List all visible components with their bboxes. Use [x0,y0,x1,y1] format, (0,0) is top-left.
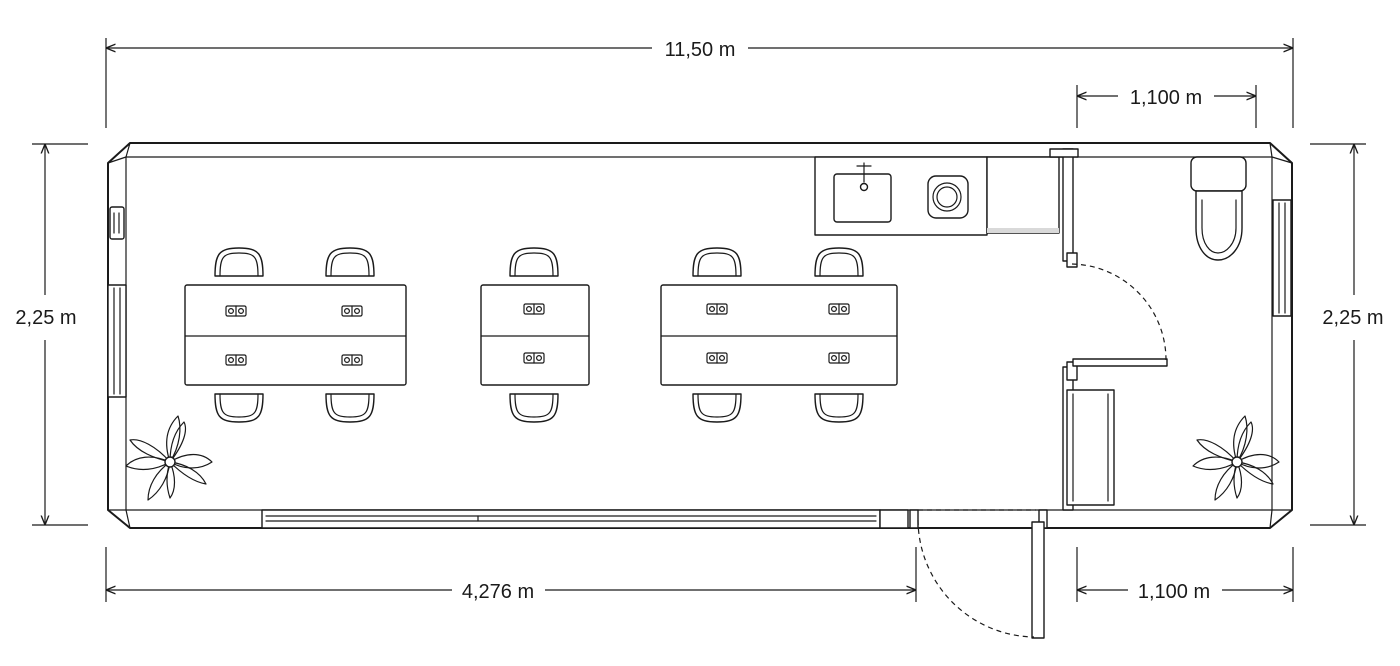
table-group-3 [660,247,898,423]
table-group-2 [480,247,590,423]
dim-right-height-label: 2,25 m [1322,307,1383,329]
wall-switch [109,206,125,240]
dim-bottom-right: 1,100 m [1076,547,1294,603]
cooktop [927,175,969,219]
dim-top-right: 1,100 m [1076,85,1257,128]
dim-right-height: 2,25 m [1310,143,1384,526]
table-group-1 [184,247,407,423]
dim-bottom-left: 4,276 m [105,547,917,603]
dim-left-height-label: 2,25 m [15,307,76,329]
dim-top-total: 11,50 m [105,38,1294,128]
plant-right [1192,415,1280,501]
sink [833,162,892,223]
kitchen-counter [814,156,1060,236]
dim-left-height: 2,25 m [15,143,88,526]
dim-top-right-label: 1,100 m [1130,87,1202,109]
plant-left [125,415,213,501]
left-window [107,284,127,398]
bottom-window [261,509,909,529]
bathroom-partition [1049,148,1168,511]
dim-bottom-left-label: 4,276 m [462,581,534,603]
toilet [1190,156,1247,261]
entrance-door [909,509,1048,639]
dim-bottom-right-label: 1,100 m [1138,581,1210,603]
right-window [1272,199,1292,317]
dim-top-total-label: 11,50 m [665,39,736,61]
